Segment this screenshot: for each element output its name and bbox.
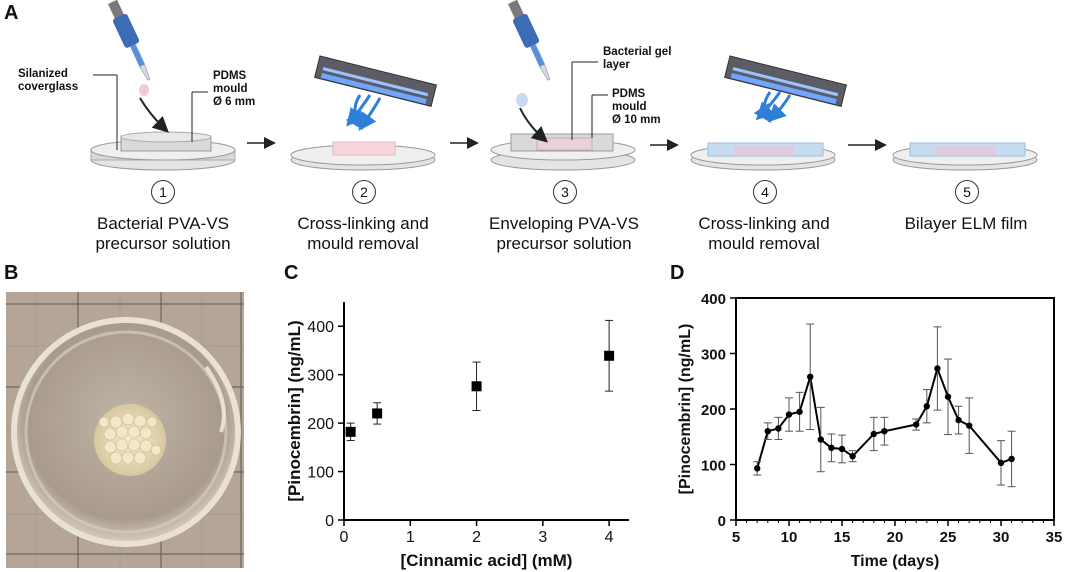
x-tick-label: 10 <box>781 529 798 546</box>
pink-droplet <box>139 84 149 96</box>
x-tick-label: 0 <box>340 529 349 546</box>
data-point <box>881 428 888 435</box>
y-axis-label: [Pinocembrin] (ng/mL) <box>285 320 304 501</box>
data-point <box>785 411 793 418</box>
data-point <box>775 425 782 432</box>
y-tick-label: 200 <box>307 416 334 433</box>
x-tick-label: 4 <box>605 529 614 546</box>
step-number-5: 5 <box>955 180 979 204</box>
pink-gel-disc <box>332 141 396 156</box>
data-point <box>934 365 941 372</box>
data-point <box>849 452 856 460</box>
data-point <box>838 445 846 453</box>
data-point <box>817 436 824 443</box>
pipette-icon-1 <box>108 0 151 81</box>
x-tick-label: 3 <box>538 529 547 546</box>
plot-frame <box>735 297 1055 521</box>
step1-illustration <box>90 0 236 171</box>
x-tick-label: 30 <box>993 529 1010 546</box>
y-tick-label: 400 <box>307 319 334 336</box>
y-tick-label: 400 <box>701 291 726 308</box>
step5-illustration <box>892 142 1038 171</box>
data-point <box>604 350 615 361</box>
data-point <box>923 403 930 410</box>
y-tick-label: 100 <box>701 458 726 475</box>
data-point <box>372 408 383 419</box>
y-tick-label: 0 <box>325 513 334 530</box>
droplet-arrow <box>139 97 169 133</box>
blue-droplet <box>516 93 528 107</box>
data-point <box>997 459 1005 467</box>
step-label-5: Bilayer ELM film <box>904 214 1028 233</box>
data-point <box>944 393 952 400</box>
data-point <box>807 373 814 381</box>
data-point <box>754 465 761 472</box>
step-number-2: 2 <box>352 180 376 204</box>
x-tick-label: 2 <box>472 529 481 546</box>
step-number-1: 1 <box>151 180 175 204</box>
y-tick-label: 300 <box>701 347 726 364</box>
schematic-diagram <box>90 0 1038 171</box>
y-tick-label: 100 <box>307 465 334 482</box>
x-tick-label: 1 <box>406 529 415 546</box>
step2-illustration <box>290 55 438 171</box>
data-point <box>955 416 962 424</box>
x-axis-label: Time (days) <box>851 553 940 570</box>
panel-letter-d: D <box>670 262 685 284</box>
data-point <box>345 426 356 437</box>
step4-illustration <box>690 55 848 171</box>
data-point <box>828 444 835 452</box>
panel-letter-c: C <box>284 262 299 284</box>
x-tick-label: 15 <box>834 529 851 546</box>
data-point <box>913 421 920 428</box>
data-point <box>1008 455 1015 463</box>
petri-dish-photo <box>6 292 244 568</box>
data-point <box>764 428 771 435</box>
bilayer-film-inner <box>936 146 996 155</box>
x-tick-label: 25 <box>940 529 957 546</box>
data-point <box>796 408 803 415</box>
uv-lamp-icon-2 <box>724 55 848 107</box>
y-tick-label: 200 <box>701 402 726 419</box>
panel-letter-b: B <box>4 262 19 284</box>
panel-letter-a: A <box>4 2 19 24</box>
data-point <box>471 381 482 392</box>
x-axis-label: [Cinnamic acid] (mM) <box>401 551 573 570</box>
step-number-4: 4 <box>753 180 777 204</box>
data-point <box>870 430 877 438</box>
bacterial-gel-layer <box>536 137 593 151</box>
y-tick-label: 0 <box>718 513 726 530</box>
x-tick-label: 35 <box>1046 529 1063 546</box>
y-tick-label: 300 <box>307 368 334 385</box>
data-point <box>966 422 973 429</box>
chart-c: 0 1 2 3 4 0 100 200 300 400 [Cinnamic acid] (mM) [P… <box>285 302 629 570</box>
uv-lamp-icon-1 <box>314 55 438 107</box>
pipette-icon-2 <box>508 0 551 81</box>
step3-illustration <box>490 0 636 171</box>
inner-gel <box>734 146 794 155</box>
x-tick-label: 20 <box>887 529 904 546</box>
x-tick-label: 5 <box>732 529 740 546</box>
step-number-3: 3 <box>553 180 577 204</box>
y-axis-label: [Pinocembrin] (ng/mL) <box>677 324 694 495</box>
